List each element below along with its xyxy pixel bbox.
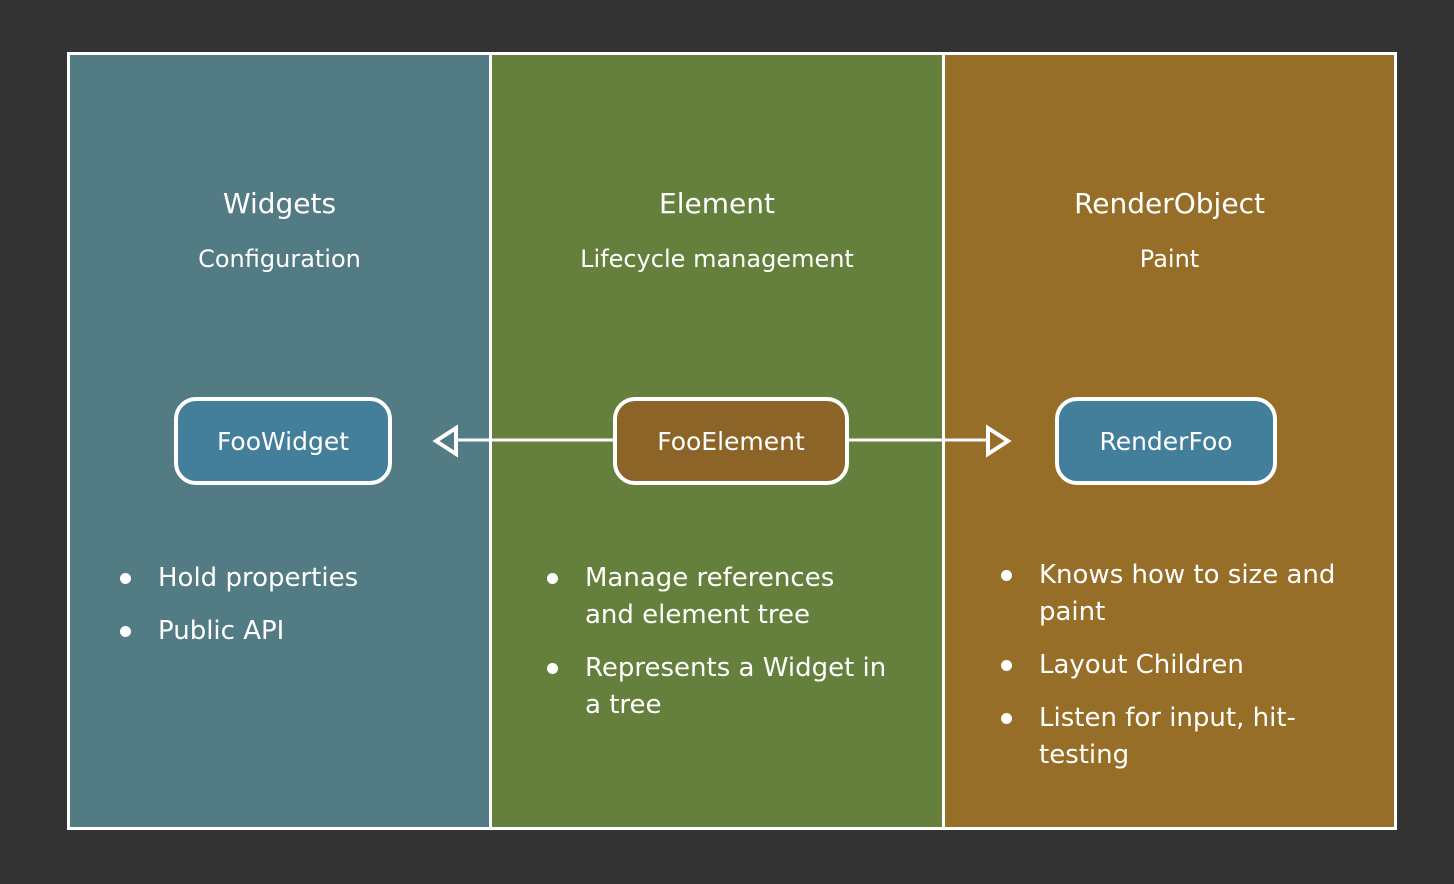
widgets-bullet-list: Hold properties Public API (120, 560, 460, 666)
bullet-text: Represents a Widget in a tree (585, 653, 887, 720)
bullet-text: Listen for input, hit-testing (1039, 703, 1296, 770)
element-subtitle: Lifecycle management (580, 245, 854, 273)
element-bullet-list: Manage references and element tree Repre… (547, 560, 887, 740)
list-item: Listen for input, hit-testing (1001, 700, 1341, 774)
list-item: Manage references and element tree (547, 560, 887, 634)
bullet-icon (1001, 660, 1012, 671)
bullet-text: Knows how to size and paint (1039, 560, 1336, 627)
list-item: Public API (120, 613, 460, 650)
widgets-column: Widgets Configuration FooWidget Hold pro… (67, 52, 492, 830)
fooelement-node: FooElement (613, 397, 849, 485)
bullet-icon (1001, 713, 1012, 724)
widgets-title: Widgets (222, 187, 337, 220)
renderobject-bullet-list: Knows how to size and paint Layout Child… (1001, 557, 1341, 790)
bullet-icon (120, 626, 131, 637)
bullet-text: Hold properties (158, 563, 359, 593)
bullet-icon (1001, 570, 1012, 581)
renderobject-subtitle: Paint (1139, 245, 1200, 273)
list-item: Layout Children (1001, 647, 1341, 684)
element-title: Element (659, 187, 775, 220)
bullet-icon (120, 573, 131, 584)
bullet-text: Public API (158, 616, 285, 646)
renderobject-title: RenderObject (1074, 187, 1265, 220)
bullet-text: Manage references and element tree (585, 563, 835, 630)
list-item: Represents a Widget in a tree (547, 650, 887, 724)
bullet-icon (547, 663, 558, 674)
bullet-icon (547, 573, 558, 584)
bullet-text: Layout Children (1039, 650, 1244, 680)
flutter-trees-diagram: Widgets Configuration FooWidget Hold pro… (67, 52, 1397, 830)
renderobject-column: RenderObject Paint RenderFoo Knows how t… (942, 52, 1397, 830)
foowidget-node: FooWidget (174, 397, 392, 485)
widgets-subtitle: Configuration (198, 245, 361, 273)
renderfoo-node: RenderFoo (1055, 397, 1277, 485)
list-item: Hold properties (120, 560, 460, 597)
list-item: Knows how to size and paint (1001, 557, 1341, 631)
element-column: Element Lifecycle management FooElement … (489, 52, 945, 830)
